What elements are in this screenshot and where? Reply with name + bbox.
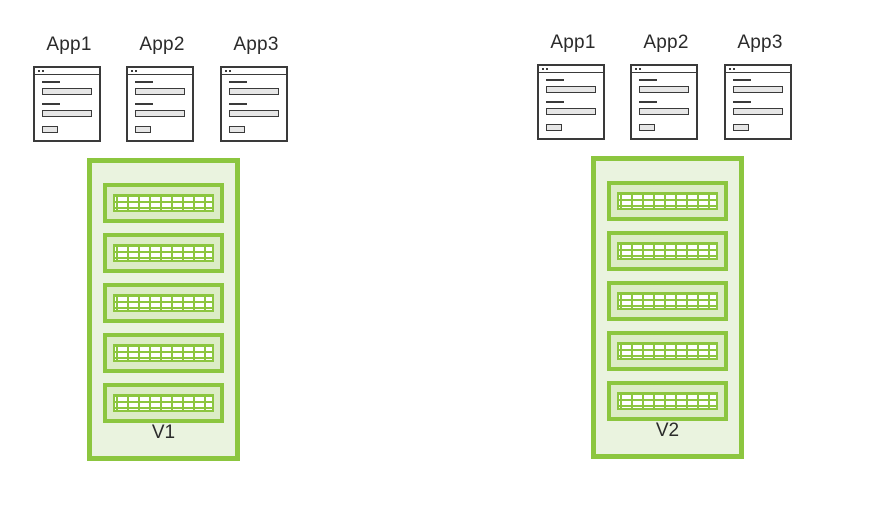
app-2: App2 [126, 33, 198, 142]
server-blade-icon [103, 333, 224, 373]
app-window-icon [33, 66, 101, 142]
apps-row: App1 App2 App3 [30, 33, 300, 148]
server-blade-icon [607, 381, 728, 421]
app-3: App3 [724, 31, 796, 140]
app-3: App3 [220, 33, 292, 142]
app-window-icon [724, 64, 792, 140]
server-blade-icon [607, 231, 728, 271]
server-blade-icon [103, 283, 224, 323]
app-label: App3 [233, 34, 279, 55]
server-blade-icon [607, 331, 728, 371]
app-window-icon [630, 64, 698, 140]
app-window-icon [537, 64, 605, 140]
server-label: V2 [655, 420, 680, 441]
server-blade-icon [607, 281, 728, 321]
server-rack: V1 [87, 158, 240, 461]
server-blade-icon [103, 383, 224, 423]
group-v1: App1 App2 App3 [30, 0, 300, 525]
app-window-icon [126, 66, 194, 142]
server-blade-icon [103, 183, 224, 223]
app-label: App1 [46, 34, 92, 55]
app-1: App1 [33, 33, 105, 142]
app-label: App2 [139, 34, 185, 55]
server-rack: V2 [591, 156, 744, 459]
server-blade-icon [607, 181, 728, 221]
app-window-icon [220, 66, 288, 142]
server-blade-icon [103, 233, 224, 273]
app-1: App1 [537, 31, 609, 140]
group-v2: App1 App2 App3 [534, 0, 804, 525]
app-label: App1 [550, 32, 596, 53]
app-label: App3 [737, 32, 783, 53]
apps-row: App1 App2 App3 [534, 31, 804, 146]
app-label: App2 [643, 32, 689, 53]
server-label: V1 [151, 422, 176, 443]
app-2: App2 [630, 31, 702, 140]
